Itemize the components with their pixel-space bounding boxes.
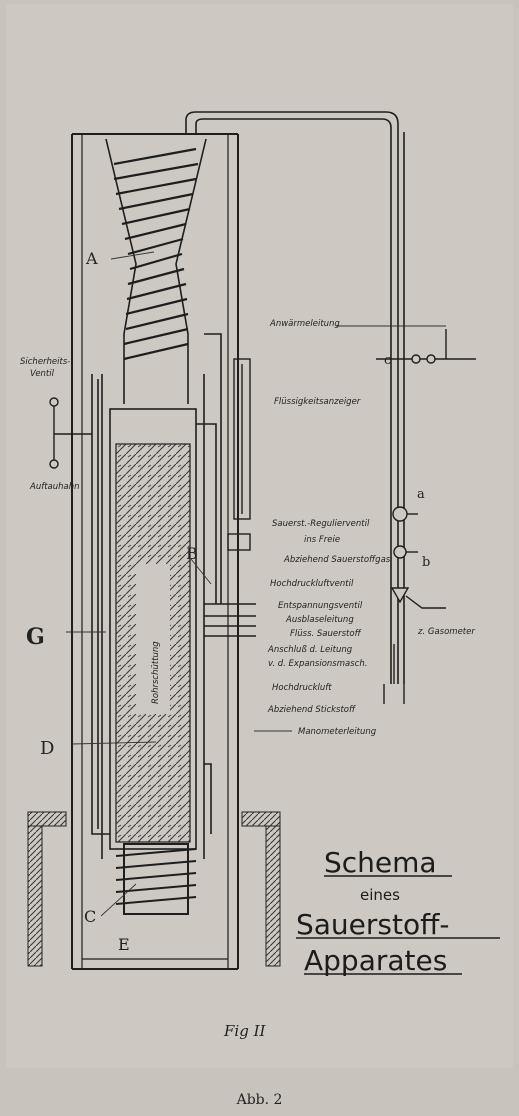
label-A: A — [85, 249, 98, 268]
valve-b — [393, 545, 418, 559]
label-B: B — [186, 544, 198, 563]
annot-rohrschuettung: Rohrschüttung — [151, 641, 161, 704]
annot-abziehend-stickstoff: Abziehend Stickstoff — [267, 705, 356, 715]
title-line-4: Apparates — [304, 944, 447, 977]
annot-gasometer: z. Gasometer — [417, 627, 475, 637]
annot-sicherheitsventil-1: Sicherheits- — [20, 357, 70, 367]
annot-anschluss-2: v. d. Expansionsmasch. — [268, 659, 367, 669]
label-E: E — [118, 935, 130, 954]
outer-casing — [71, 133, 239, 970]
leader-lines — [66, 251, 446, 917]
anwaerme-valve — [376, 329, 476, 364]
annot-hochdruckluft: Hochdruckluft — [272, 683, 332, 693]
annot-anschluss-1: Anschluß d. Leitung — [267, 645, 353, 655]
annot-auftauhahn: Auftauhahn — [29, 482, 80, 492]
label-D: D — [40, 738, 54, 759]
label-b: b — [422, 555, 430, 570]
annot-anwaermeleitung: Anwärmeleitung — [269, 319, 340, 329]
annot-regulierventil: Sauerst.-Regulierventil — [272, 519, 370, 529]
annot-ausblaseleitung: Ausblaseleitung — [285, 615, 354, 625]
figure-caption: Abb. 2 — [236, 1092, 283, 1108]
ground-pit — [27, 811, 281, 967]
safety-valve — [49, 397, 92, 469]
valve-a — [392, 506, 418, 522]
label-a: a — [417, 487, 425, 502]
annot-ins-freie: ins Freie — [304, 535, 340, 545]
annot-fluess-sauerstoff: Flüss. Sauerstoff — [290, 629, 362, 639]
annot-hochdruckluftventil: Hochdruckluftventil — [270, 579, 354, 589]
annot-sicherheitsventil-2: Ventil — [30, 369, 55, 379]
label-C: C — [84, 907, 96, 926]
coil-A — [113, 147, 199, 361]
fig-label: Fig II — [223, 1022, 267, 1040]
title-line-3: Sauerstoff- — [296, 908, 450, 941]
annot-sauerstoffgas: Abziehend Sauerstoffgas — [283, 555, 391, 565]
title-line-2: eines — [360, 886, 400, 904]
coil-C — [115, 843, 197, 915]
label-c: c — [384, 353, 391, 368]
figure-plate: A B G D C E a b c Anwärmeleitung Sicherh… — [6, 4, 513, 1068]
annot-fluessigkeitsanzeiger: Flüssigkeitsanzeiger — [274, 397, 361, 407]
valve-hochdruck — [390, 587, 446, 609]
level-gauge — [227, 358, 251, 551]
apparatus-diagram: A B G D C E a b c Anwärmeleitung Sicherh… — [20, 111, 500, 1040]
annot-entspannungsventil: Entspannungsventil — [278, 601, 363, 611]
annot-manometerleitung: Manometerleitung — [298, 727, 377, 737]
title-line-1: Schema — [324, 846, 437, 879]
bottom-fittings — [383, 644, 405, 704]
label-G: G — [26, 624, 45, 650]
